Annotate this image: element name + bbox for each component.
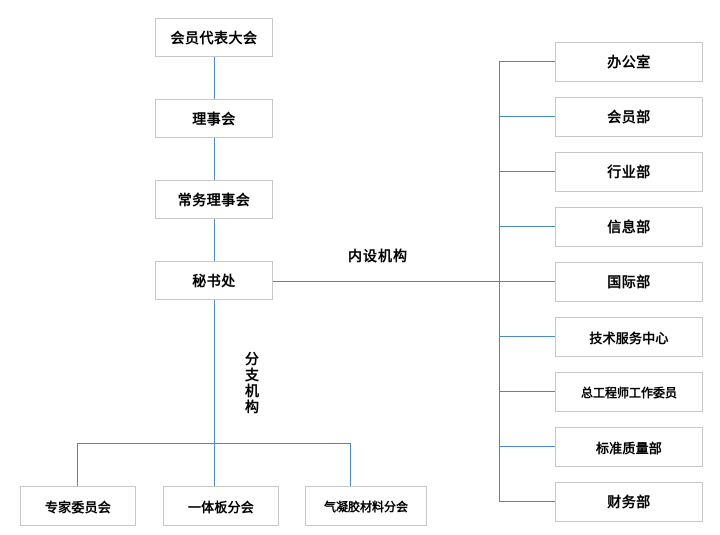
connector-stub-international [499, 281, 555, 282]
group-label-branch-organizations: 分支机构 [242, 350, 262, 418]
connector-drop-aerogel-material [350, 443, 351, 486]
node-standing-council[interactable]: 常务理事会 [155, 180, 273, 219]
node-office[interactable]: 办公室 [555, 42, 703, 82]
node-chief-engineer[interactable]: 总工程师工作委员 [555, 372, 703, 412]
connector-stub-tech-service [499, 336, 555, 337]
connector-stub-industry [499, 171, 555, 172]
node-industry[interactable]: 行业部 [555, 152, 703, 192]
connector-secretariat-to-internal-trunk [273, 281, 500, 282]
node-council[interactable]: 理事会 [155, 99, 273, 138]
node-standard-quality[interactable]: 标准质量部 [555, 427, 703, 467]
node-membership[interactable]: 会员部 [555, 97, 703, 137]
node-integrated-panel[interactable]: 一体板分会 [163, 486, 279, 526]
connector-stub-information [499, 226, 555, 227]
connector-stub-standard-quality [499, 446, 555, 447]
node-international[interactable]: 国际部 [555, 262, 703, 302]
node-information[interactable]: 信息部 [555, 207, 703, 247]
node-tech-service[interactable]: 技术服务中心 [555, 317, 703, 357]
connector-stub-office [499, 61, 555, 62]
node-secretariat[interactable]: 秘书处 [155, 261, 273, 300]
connector-drop-expert-committee [77, 443, 78, 486]
node-finance[interactable]: 财务部 [555, 482, 703, 522]
connector-stub-finance [499, 501, 555, 502]
node-assembly[interactable]: 会员代表大会 [155, 18, 273, 57]
connector-governance-spine [214, 57, 215, 443]
connector-stub-membership [499, 116, 555, 117]
node-expert-committee[interactable]: 专家委员会 [20, 486, 136, 526]
group-label-internal-departments: 内设机构 [345, 246, 411, 266]
node-aerogel-material[interactable]: 气凝胶材料分会 [305, 486, 427, 526]
connector-stub-chief-engineer [499, 391, 555, 392]
connector-drop-integrated-panel [214, 443, 215, 486]
